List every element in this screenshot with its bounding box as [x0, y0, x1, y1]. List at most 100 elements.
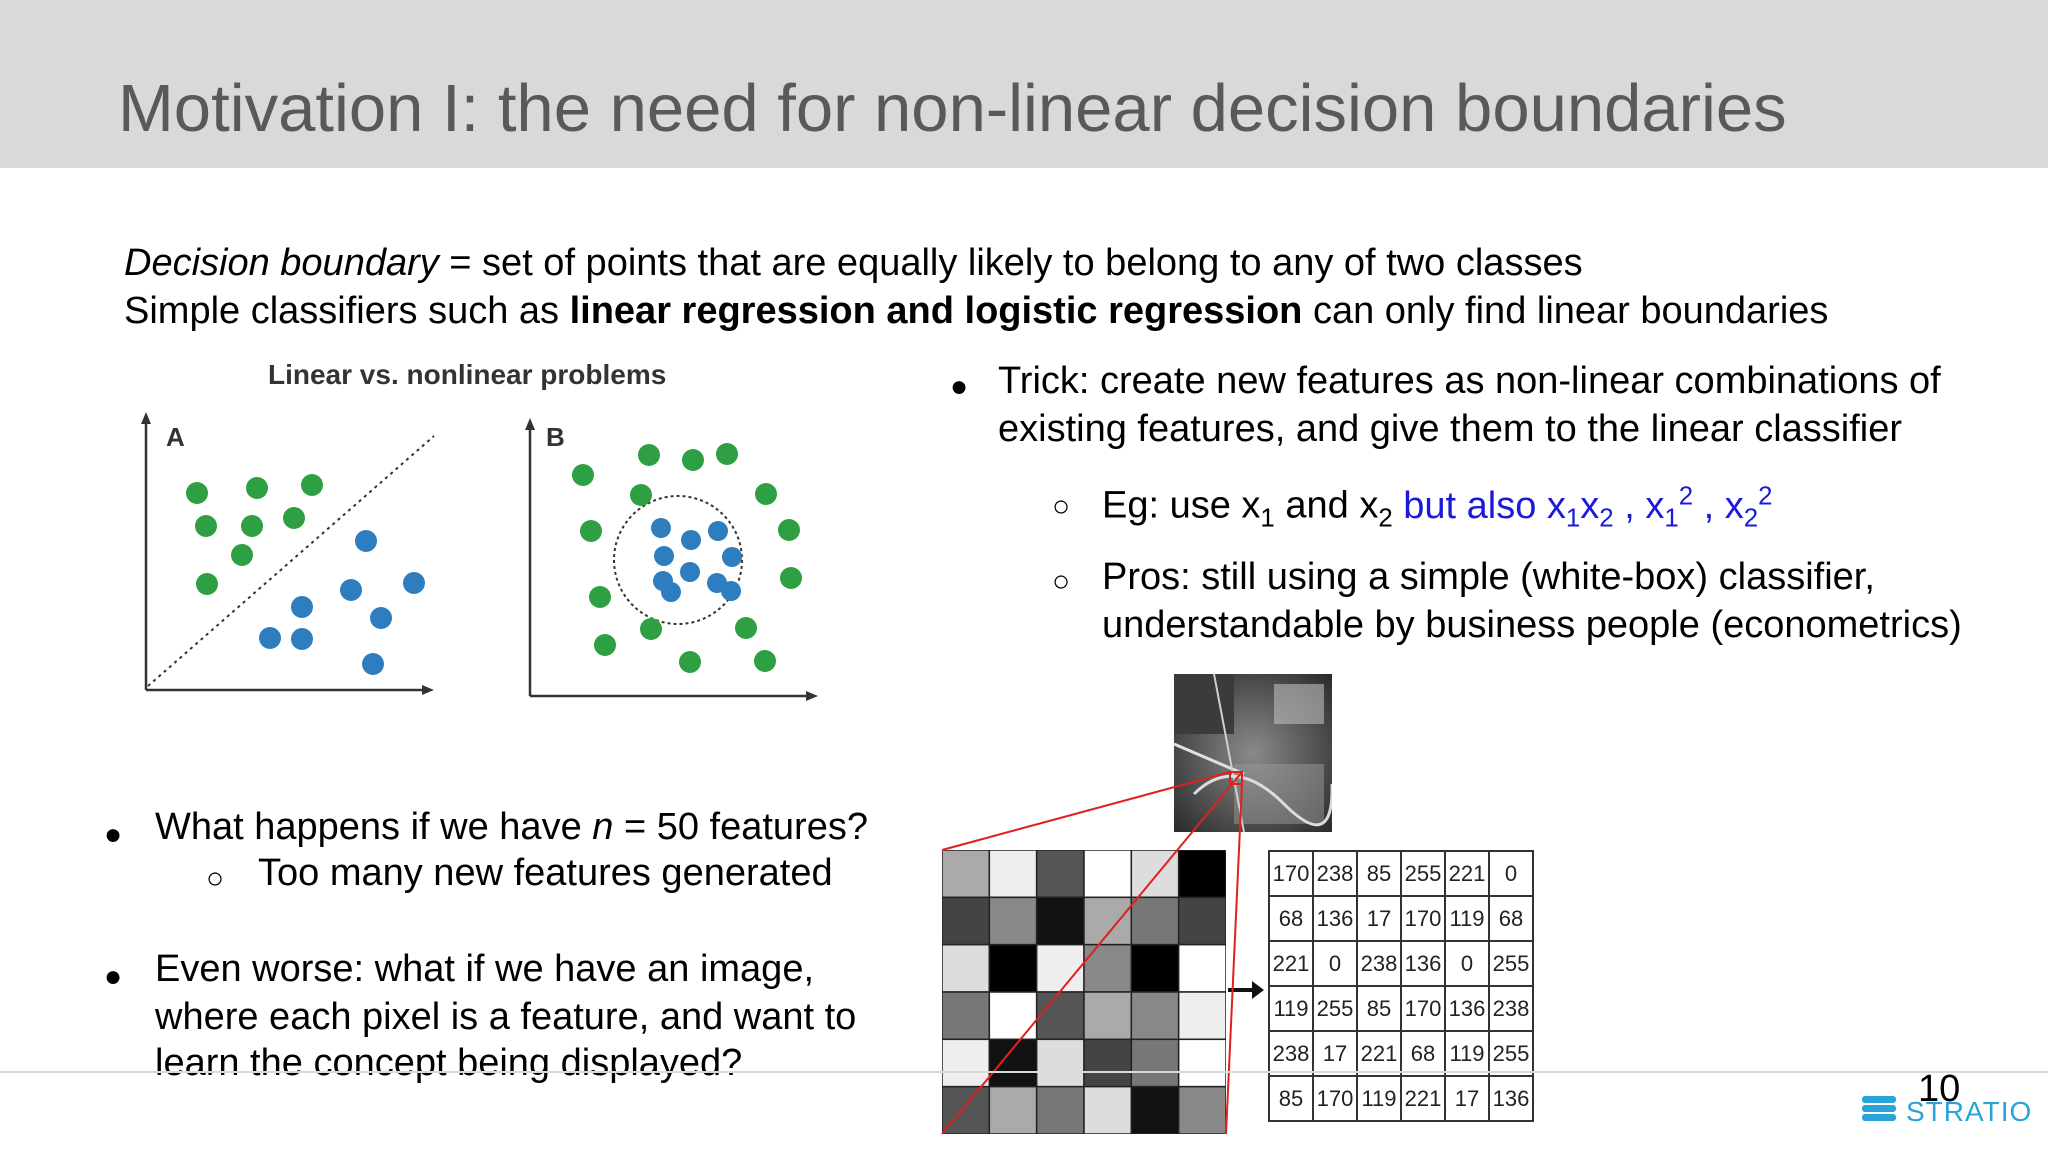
- pixel-value-cell: 119: [1356, 1075, 1402, 1122]
- stratio-logo-text: STRATIO: [1906, 1096, 2033, 1127]
- pixel-value-cell: 0: [1444, 940, 1490, 987]
- pixel-cell: [1130, 896, 1180, 946]
- nonlinear-decision-boundary: [613, 495, 743, 625]
- pixel-value-cell: 170: [1400, 985, 1446, 1032]
- pixel-cell: [988, 943, 1038, 993]
- panel-b-points: [572, 443, 802, 673]
- q1-italic: n: [592, 806, 614, 848]
- pixel-value-cell: 170: [1400, 895, 1446, 942]
- title-bar: [0, 0, 2048, 168]
- intro2-pre: Simple classifiers such as: [124, 290, 570, 332]
- eg-blue-sub4: 2: [1743, 504, 1759, 533]
- eg-blue-sub1: 1: [1565, 504, 1581, 533]
- pros-line1: Pros: still using a simple (white-box) c…: [1102, 556, 1875, 598]
- trick-text-line1: Trick: create new features as non-linear…: [998, 360, 1941, 402]
- trick-bullet-dot: ●: [950, 370, 969, 403]
- q2-line1: Even worse: what if we have an image,: [155, 948, 815, 990]
- intro-classifiers: Simple classifiers such as linear regres…: [124, 290, 1828, 333]
- pixel-value-cell: 238: [1312, 850, 1358, 897]
- eg-blue4: , x: [1693, 484, 1744, 527]
- pros-line2: understandable by business people (econo…: [1102, 604, 1962, 646]
- pixel-cell: [1177, 1085, 1226, 1134]
- pixel-cell: [1083, 850, 1133, 899]
- eg-bullet-circle: ○: [1052, 490, 1071, 523]
- pixel-value-cell: 238: [1356, 940, 1402, 987]
- pixel-value-cell: 170: [1312, 1075, 1358, 1122]
- pixel-value-cell: 17: [1444, 1075, 1490, 1122]
- pixel-cell: [988, 991, 1038, 1041]
- pixel-cell: [1130, 850, 1180, 899]
- panel-b-y-arrow: [525, 418, 535, 430]
- trick-text-line2: existing features, and give them to the …: [998, 408, 1903, 450]
- eg-sub2: 2: [1378, 504, 1393, 533]
- pixel-value-cell: 238: [1488, 985, 1534, 1032]
- q1-sub-text: Too many new features generated: [258, 852, 833, 894]
- eg-pre: Eg: use x: [1102, 484, 1261, 527]
- pixel-cell: [988, 896, 1038, 946]
- q2-bullet-dot: ●: [104, 960, 123, 993]
- panel-b-label: B: [546, 422, 565, 452]
- panel-a-label: A: [166, 422, 185, 452]
- pixel-cell: [942, 850, 991, 899]
- pixel-cell: [988, 1085, 1038, 1134]
- panel-b-x-arrow: [806, 691, 818, 701]
- page-number: 10: [1918, 1068, 1961, 1110]
- pixel-cell: [942, 1085, 991, 1134]
- pixel-cell: [1083, 1038, 1133, 1088]
- pixel-value-cell: 85: [1268, 1075, 1314, 1122]
- footer-divider: [0, 1071, 2048, 1073]
- panel-a-y-arrow: [141, 412, 151, 424]
- pixel-cell: [1177, 943, 1226, 993]
- pixel-cell: [1035, 850, 1085, 899]
- grayscale-pixel-grid: [942, 850, 1226, 1134]
- linear-decision-boundary: [147, 435, 435, 687]
- pixel-value-cell: 0: [1312, 940, 1358, 987]
- pixel-value-cell: 119: [1444, 1030, 1490, 1077]
- pixel-cell: [1130, 1085, 1180, 1134]
- slide-title: Motivation I: the need for non-linear de…: [118, 71, 1787, 146]
- pixel-value-cell: 255: [1312, 985, 1358, 1032]
- intro2-post: can only find linear boundaries: [1302, 290, 1829, 332]
- satellite-image: [1174, 674, 1332, 832]
- panel-a-x-arrow: [422, 685, 434, 695]
- pixel-cell: [988, 1038, 1038, 1088]
- pixel-value-cell: 170: [1268, 850, 1314, 897]
- pixel-value-cell: 221: [1444, 850, 1490, 897]
- pixel-value-cell: 85: [1356, 985, 1402, 1032]
- figure-title: Linear vs. nonlinear problems: [268, 359, 666, 390]
- pixel-cell: [1083, 991, 1133, 1041]
- intro2-bold: linear regression and logistic regressio…: [569, 290, 1303, 332]
- pixel-cell: [1035, 1085, 1085, 1134]
- stratio-logo-icon: [1862, 1096, 1896, 1121]
- pixel-value-cell: 119: [1268, 985, 1314, 1032]
- q2-line2: where each pixel is a feature, and want …: [155, 996, 857, 1038]
- pixel-value-cell: 221: [1400, 1075, 1446, 1122]
- eg-blue2: x: [1580, 484, 1600, 527]
- arrow-icon: [1228, 981, 1264, 999]
- intro-term: Decision boundary: [124, 242, 439, 284]
- pixel-value-cell: 119: [1444, 895, 1490, 942]
- eg-blue1: but also x: [1392, 484, 1566, 527]
- eg-blue-sub2: 2: [1599, 504, 1614, 533]
- eg-blue-sub3: 1: [1664, 504, 1679, 533]
- pixel-cell: [1083, 1085, 1133, 1134]
- pixel-value-cell: 68: [1400, 1030, 1446, 1077]
- pixel-value-cell: 68: [1488, 895, 1534, 942]
- pixel-cell: [1035, 896, 1085, 946]
- pixel-value-cell: 17: [1312, 1030, 1358, 1077]
- q1-pre: What happens if we have: [155, 806, 593, 848]
- pixel-cell: [1083, 896, 1133, 946]
- pixel-cell: [1035, 943, 1085, 993]
- eg-line: Eg: use x1 and x2 but also x1x2 , x12 , …: [1102, 482, 1773, 533]
- pixel-cell: [1130, 943, 1180, 993]
- pixel-value-cell: 136: [1400, 940, 1446, 987]
- eg-sub1: 1: [1260, 504, 1275, 533]
- eg-new-features: but also x1x2 , x12 , x22: [1392, 482, 1772, 532]
- pixel-cell: [1035, 1038, 1085, 1088]
- eg-blue3: , x: [1613, 484, 1665, 527]
